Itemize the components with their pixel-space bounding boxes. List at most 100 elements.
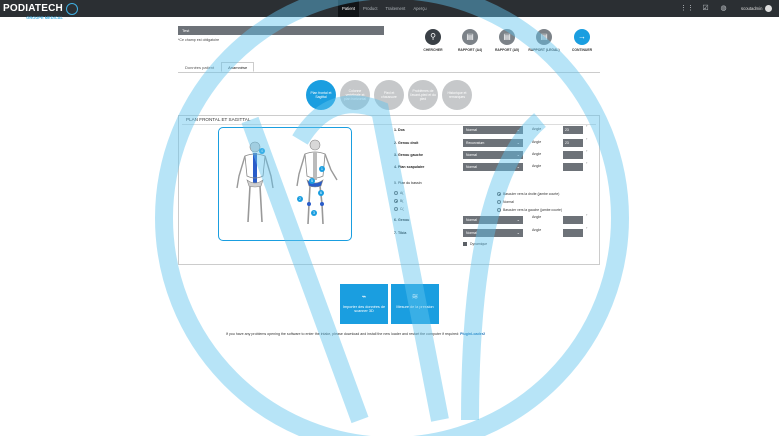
row-label-tibia: 7. Tibia <box>394 231 407 235</box>
select-dos-value: Normal <box>466 128 477 132</box>
select-tibia[interactable]: Normal ⌄ <box>463 229 523 237</box>
tab-divider <box>178 72 600 73</box>
pressure-measure-button[interactable]: ≋ Mesure de la pression <box>391 284 439 324</box>
user-avatar-icon[interactable] <box>765 5 772 12</box>
tab-anamnese[interactable]: Anamnèse <box>221 62 255 72</box>
degree-dos: ° <box>586 125 588 129</box>
search-button[interactable]: ⚲ CHERCHER <box>413 29 453 52</box>
pelvis-option-normal: Normal <box>503 200 514 204</box>
select-plan-scapulaire[interactable]: Normal ⌄ <box>463 163 523 171</box>
chevron-down-icon: ⌄ <box>516 152 520 157</box>
user-name[interactable]: scoutadmin <box>741 6 763 11</box>
import-3d-scan-button[interactable]: ⌁ Importer des données de scanner 3D <box>340 284 388 324</box>
select-tibia-value: Normal <box>466 231 477 235</box>
select-genou-value: Normal <box>466 218 477 222</box>
grid-icon[interactable]: ⋮⋮ <box>680 5 694 12</box>
degree-tibia: ° <box>586 227 588 231</box>
angle-input-dos[interactable]: 23 <box>563 126 583 134</box>
patient-name-input[interactable]: Test <box>178 26 384 35</box>
skeleton-back-view <box>236 141 274 223</box>
chevron-down-icon: ⌄ <box>516 140 520 145</box>
row-label-genou-gauche: 3. Genou gauche <box>394 153 423 157</box>
badge-knee-right[interactable]: 2 <box>297 196 303 202</box>
angle-label-tibia: Angle <box>532 228 542 232</box>
report-a4-label: RAPPORT (A4) <box>457 48 483 52</box>
pressure-icon: ≋ <box>411 292 419 301</box>
brand-subtitle: GROUPE MEDICAL <box>26 14 63 20</box>
angle-input-genou[interactable] <box>563 216 583 224</box>
row-label-genou: 6. Genou <box>394 218 410 222</box>
globe-icon[interactable]: ◍ <box>720 5 727 12</box>
import-3d-scan-label: Importer des données de scanner 3D <box>342 305 386 313</box>
content-panel <box>178 115 600 265</box>
report-icon: ▤ <box>536 29 552 45</box>
angle-label-genou-gauche: Angle <box>532 152 542 156</box>
pelvis-option-right: Basculer vers la droite (jambe courte) <box>503 192 560 196</box>
brand-name: PODIATECH <box>3 2 63 14</box>
pelvis-radio-c[interactable] <box>394 207 398 211</box>
select-genou-droit[interactable]: Recurvatum ⌄ <box>463 139 523 147</box>
report-legal-label: RAPPORT (LEGAL) <box>528 48 560 52</box>
badge-back[interactable]: 1 <box>319 166 325 172</box>
badge-scapular[interactable]: 4 <box>259 148 265 154</box>
pressure-measure-label: Mesure de la pression <box>396 305 434 309</box>
degree-genou: ° <box>586 214 588 218</box>
pelvis-radio-normal[interactable] <box>497 200 501 204</box>
select-genou-gauche-value: Normal <box>466 153 477 157</box>
angle-label-genou-droit: Angle <box>532 140 542 144</box>
report-legal-button[interactable]: ▤ RAPPORT (LEGAL) <box>524 29 564 52</box>
pelvis-option-a: A( <box>400 191 404 195</box>
tab-donnees-patient[interactable]: Données patient <box>185 65 215 70</box>
nav-apercu[interactable]: Aperçu <box>413 6 427 11</box>
brand-mark-icon <box>65 2 78 15</box>
chevron-down-icon: ⌄ <box>516 230 520 235</box>
pelvis-option-b: B( <box>400 199 404 203</box>
plugin-loader-link[interactable]: PluginLoader2 <box>460 332 486 336</box>
report-a5-label: RAPPORT (A5) <box>494 48 520 52</box>
panel-title: PLAN FRONTAL ET SAGITTAL <box>186 117 251 122</box>
select-dos[interactable]: Normal ⌄ <box>463 126 523 134</box>
required-note: *Ce champ est obligatoire <box>178 38 220 42</box>
badge-genou[interactable]: 6 <box>318 190 324 196</box>
report-icon: ▤ <box>462 29 478 45</box>
report-a5-button[interactable]: ▤ RAPPORT (A5) <box>487 29 527 52</box>
angle-label-dos: Angle <box>532 127 542 131</box>
badge-knee-left[interactable]: 3 <box>311 210 317 216</box>
row-label-plan-scapulaire: 4. Plan scapulaire <box>394 165 425 169</box>
chevron-down-icon: ⌄ <box>516 127 520 132</box>
nav-traitement[interactable]: Traitement <box>385 6 406 11</box>
select-genou-gauche[interactable]: Normal ⌄ <box>463 151 523 159</box>
continue-button[interactable]: → CONTINUER <box>562 29 602 52</box>
pelvis-radio-b[interactable] <box>394 199 398 203</box>
step-historique[interactable]: Historique et remarques <box>442 80 472 110</box>
select-genou[interactable]: Normal⌄ <box>463 216 523 224</box>
tab-bar: Données patient Anamnèse <box>178 62 255 72</box>
nav-patient[interactable]: Patient <box>338 0 360 17</box>
badge-pelvis[interactable]: 5 <box>309 178 315 184</box>
step-plan-frontal[interactable]: Plan frontal et Sagittal <box>306 80 336 110</box>
angle-input-plan-scapulaire[interactable] <box>563 163 583 171</box>
dynamic-checkbox[interactable] <box>463 242 467 246</box>
select-plan-scapulaire-value: Normal <box>466 165 477 169</box>
pelvis-radio-right[interactable] <box>497 192 501 196</box>
checklist-icon[interactable]: ☑ <box>702 5 709 12</box>
nav-product[interactable]: Product <box>363 6 378 11</box>
step-avant-pied[interactable]: Problèmes de l'avant-pied et du pied <box>408 80 438 110</box>
degree-genou-droit: ° <box>586 138 588 142</box>
footer-text: If you have any problems opening the sof… <box>226 332 460 336</box>
report-a4-button[interactable]: ▤ RAPPORT (A4) <box>450 29 490 52</box>
search-button-label: CHERCHER <box>423 48 443 52</box>
step-colonne[interactable]: Colonne vertébrale et plan horizontal <box>340 80 370 110</box>
chevron-down-icon: ⌄ <box>516 164 520 169</box>
angle-input-tibia[interactable] <box>563 229 583 237</box>
pelvis-radio-left[interactable] <box>497 208 501 212</box>
angle-input-genou-gauche[interactable] <box>563 151 583 159</box>
step-pied[interactable]: Pied et chaussure <box>374 80 404 110</box>
brand-logo[interactable]: PODIATECH GROUPE MEDICAL <box>3 1 78 19</box>
continue-label: CONTINUER <box>571 48 593 52</box>
angle-label-plan-scapulaire: Angle <box>532 164 542 168</box>
select-genou-droit-value: Recurvatum <box>466 141 485 145</box>
row-label-dos: 1. Dos <box>394 128 405 132</box>
angle-input-genou-droit[interactable]: 23 <box>563 139 583 147</box>
pelvis-radio-a[interactable] <box>394 191 398 195</box>
